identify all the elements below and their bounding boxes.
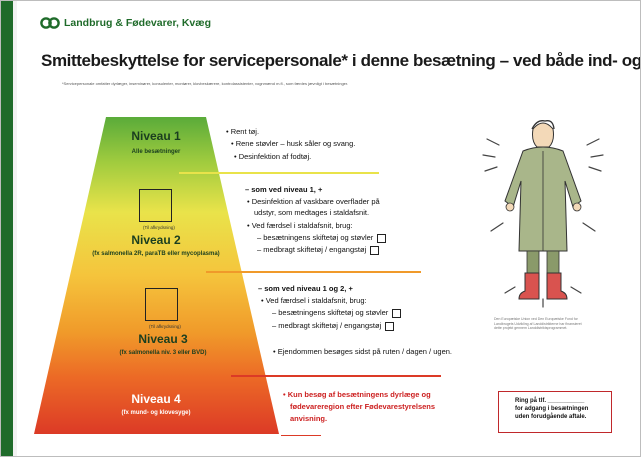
page-title: Smittebeskyttelse for servicepersonale* … <box>41 51 641 70</box>
level4-divider <box>281 435 321 436</box>
level3-option-2: – medbragt skiftetøj / engangstøj <box>272 321 395 331</box>
level3-divider <box>231 375 441 377</box>
level2-rule-1a: • Desinfektion af vaskbare overflader på <box>247 197 380 206</box>
level2-option-1: – besætningens skiftetøj og støvler <box>257 233 387 243</box>
call-box: Ring på tlf. ___________ for adgang i be… <box>498 391 612 433</box>
level1-divider <box>179 172 379 174</box>
level3-checkbox-caption: (Til afkrydsning) <box>149 324 181 329</box>
level3-subtitle: (fx salmonella niv. 3 eller BVD) <box>119 350 207 356</box>
level2-title: Niveau 2 <box>131 233 181 247</box>
pyramid-shape <box>34 117 279 434</box>
level2-rules-head: – som ved niveau 1, + <box>245 185 323 194</box>
level3-option-1: – besætningens skiftetøj og støvler <box>272 308 402 318</box>
level4-rule-2: fødevareregion efter Fødevarestyrelsens <box>290 402 436 411</box>
call-box-line-2: for adgang i besætningen <box>515 406 589 412</box>
level2-divider <box>206 271 421 273</box>
call-box-line-1: Ring på tlf. ___________ <box>515 398 585 404</box>
level1-subtitle: Alle besætninger <box>131 149 181 155</box>
level4-title: Niveau 4 <box>131 392 181 406</box>
level3-checkbox[interactable] <box>145 288 178 321</box>
level3-rules-head: – som ved niveau 1 og 2, + <box>258 284 353 293</box>
level2-option-2: – medbragt skiftetøj / engangstøj <box>257 245 380 255</box>
level1-rule-2: • Rene støvler – husk såler og svang. <box>231 139 356 148</box>
brand-name: Landbrug & Fødevarer, Kvæg <box>64 17 212 29</box>
level2-checkbox-caption: (Til afkrydsning) <box>143 225 175 230</box>
page-subtitle: *Servicepersonale omfatter dyrlæger, ins… <box>62 81 349 86</box>
level4-rule-1: • Kun besøg af besætningens dyrlæge og <box>283 390 431 399</box>
level2-rule-1b: udstyr, som medtages i staldafsnit. <box>254 208 370 217</box>
illustration-caption: Den Europæiske Union ved Den Europæiske … <box>494 317 582 330</box>
brand-logo-icon <box>40 17 60 29</box>
level2-rule-2: • Ved færdsel i staldafsnit, brug: <box>247 221 353 230</box>
person-illustration <box>482 120 604 308</box>
level4-rule-3: anvisning. <box>290 414 328 423</box>
level3-option-1-checkbox[interactable] <box>392 308 402 318</box>
level1-title: Niveau 1 <box>131 129 181 143</box>
level2-subtitle: (fx salmonella 2R, paraTB eller mycoplas… <box>92 251 220 257</box>
level2-checkbox[interactable] <box>139 189 172 222</box>
level3-option-2-checkbox[interactable] <box>385 321 395 331</box>
brand-side-bar <box>1 1 13 456</box>
level4-subtitle: (fx mund- og klovesyge) <box>121 410 191 416</box>
side-bar-shadow <box>13 1 17 456</box>
level3-rule-1: • Ved færdsel i staldafsnit, brug: <box>261 296 367 305</box>
level1-rule-3: • Desinfektion af fodtøj. <box>234 152 312 161</box>
level2-option-1-checkbox[interactable] <box>377 233 387 243</box>
brand-logo: Landbrug & Fødevarer, Kvæg <box>40 17 211 29</box>
level3-title: Niveau 3 <box>138 332 188 346</box>
call-box-line-3: uden forudgående aftale. <box>515 414 587 420</box>
level2-option-2-checkbox[interactable] <box>370 245 380 255</box>
level1-rule-1: • Rent tøj. <box>226 127 260 136</box>
level3-rule-2: • Ejendommen besøges sidst på ruten / da… <box>273 347 452 356</box>
